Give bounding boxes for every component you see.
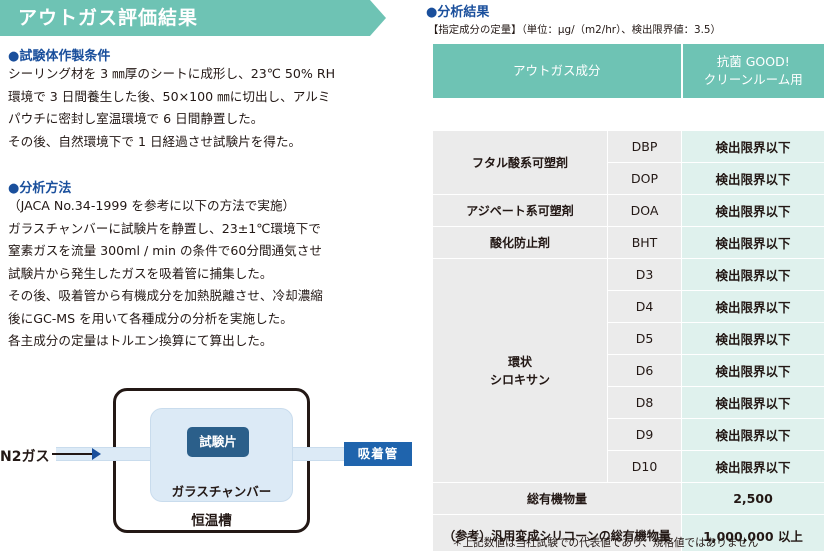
code-cell: DOP xyxy=(606,162,683,195)
code-cell: D6 xyxy=(606,354,683,387)
total-value-cell: 2,500 xyxy=(681,482,825,515)
category-cell: アジペート系可塑剤 xyxy=(432,194,608,227)
value-cell: 検出限界以下 xyxy=(681,226,825,259)
table-header-row: アウトガス成分 抗菌 GOOD! クリーンルーム用 xyxy=(431,43,825,99)
adsorption-tube: 吸着管 xyxy=(344,442,412,466)
table-row: フタル酸系可塑剤 DBP 検出限界以下 xyxy=(432,130,825,195)
table-row: D10 検出限界以下 xyxy=(433,450,825,483)
code-cell: D8 xyxy=(606,386,683,419)
results-subheading: 【指定成分の定量】（単位：μg/（m2/hr）、検出限界値：3.5） xyxy=(428,24,721,36)
table-row: DOP 検出限界以下 xyxy=(433,162,825,195)
conditions-line: 環境で 3 日間養生した後、50×100 ㎜に切出し、アルミ xyxy=(8,88,331,104)
code-cell: BHT xyxy=(606,226,683,259)
table-row: D4 検出限界以下 xyxy=(433,290,825,323)
category-cell: 環状 シロキサン xyxy=(432,258,608,483)
conditions-line: パウチに密封し室温環境で 6 日間静置した。 xyxy=(8,111,264,126)
test-apparatus-diagram: 試験片 ガラスチャンバー 恒温槽 N2ガス 吸着管 xyxy=(0,382,420,547)
arrow-right-icon xyxy=(92,448,101,460)
reference-value-cell: 1,000,000 以上 xyxy=(681,514,825,551)
table-row: D6 検出限界以下 xyxy=(433,354,825,387)
glass-chamber-label: ガラスチャンバー xyxy=(171,484,272,499)
header-product-line: 抗菌 GOOD! xyxy=(716,54,790,69)
gas-flow-arrow-line xyxy=(52,453,96,455)
table-row-total: 総有機物量 2,500 xyxy=(431,482,825,515)
method-heading: ●分析方法 xyxy=(8,181,72,196)
method-line: ガラスチャンバーに試験片を静置し、23±1℃環境下で xyxy=(8,220,321,236)
inlet-pipe xyxy=(56,447,152,461)
table-row: アジペート系可塑剤 DOA 検出限界以下 xyxy=(432,194,825,227)
code-cell: DOA xyxy=(606,194,683,227)
outlet-pipe xyxy=(292,447,344,461)
method-line: （JACA No.34-1999 を参考に以下の方法で実施） xyxy=(8,198,296,213)
method-line: その後、吸着管から有機成分を加熱脱離させ、冷却濃縮 xyxy=(8,288,323,303)
header-component: アウトガス成分 xyxy=(431,43,683,99)
category-line: 環状 xyxy=(507,354,532,369)
reference-label-cell: （参考）汎用変成シリコーンの総有機物量 xyxy=(431,514,683,551)
code-cell: D4 xyxy=(606,290,683,323)
table-row: 環状 シロキサン D3 検出限界以下 xyxy=(432,258,825,483)
value-cell: 検出限界以下 xyxy=(681,450,825,483)
table-row: D5 検出限界以下 xyxy=(433,322,825,355)
value-cell: 検出限界以下 xyxy=(681,322,825,355)
conditions-line: シーリング材を 3 ㎜厚のシートに成形し、23℃ 50% RH xyxy=(8,66,336,81)
method-line: 窒素ガスを流量 300ml / min の条件で60分間通気させ xyxy=(8,243,322,258)
method-line: 試験片から発生したガスを吸着管に捕集した。 xyxy=(8,265,273,281)
code-cell: D3 xyxy=(606,258,683,291)
conditions-heading: ●試験体作製条件 xyxy=(8,49,111,64)
value-cell: 検出限界以下 xyxy=(681,194,825,227)
method-text: （JACA No.34-1999 を参考に以下の方法で実施） ガラスチャンバーに… xyxy=(8,195,400,353)
n2-gas-label: N2ガス xyxy=(0,449,50,465)
page-title: アウトガス評価結果 xyxy=(18,7,199,29)
code-cell: D10 xyxy=(606,450,683,483)
value-cell: 検出限界以下 xyxy=(681,130,825,163)
value-cell: 検出限界以下 xyxy=(681,418,825,451)
category-line: シロキサン xyxy=(489,372,550,387)
table-row: D9 検出限界以下 xyxy=(433,418,825,451)
table-row: 酸化防止剤 BHT 検出限界以下 xyxy=(432,226,825,259)
method-line: 各主成分の定量はトルエン換算にて算出した。 xyxy=(8,333,273,348)
code-cell: D5 xyxy=(606,322,683,355)
table-row-reference: （参考）汎用変成シリコーンの総有機物量 1,000,000 以上 xyxy=(431,514,825,551)
test-piece: 試験片 xyxy=(187,427,249,457)
total-label-cell: 総有機物量 xyxy=(431,482,683,515)
conditions-text: シーリング材を 3 ㎜厚のシートに成形し、23℃ 50% RH 環境で 3 日間… xyxy=(8,63,400,153)
conditions-line: その後、自然環境下で 1 日経過させ試験片を得た。 xyxy=(8,133,302,149)
category-cell: フタル酸系可塑剤 xyxy=(432,130,608,195)
value-cell: 検出限界以下 xyxy=(681,258,825,291)
page-title-banner: アウトガス評価結果 xyxy=(0,0,386,36)
thermostatic-bath-label: 恒温槽 xyxy=(191,513,232,529)
header-product-line: クリーンルーム用 xyxy=(703,72,803,87)
value-cell: 検出限界以下 xyxy=(681,290,825,323)
outgas-results-table: アウトガス成分 抗菌 GOOD! クリーンルーム用 フタル酸系可塑剤 DBP 検… xyxy=(431,43,825,551)
table-row: D8 検出限界以下 xyxy=(433,386,825,419)
category-cell: 酸化防止剤 xyxy=(432,226,608,259)
value-cell: 検出限界以下 xyxy=(681,354,825,387)
code-cell: DBP xyxy=(606,130,683,163)
results-heading: ●分析結果 xyxy=(426,5,490,20)
code-cell: D9 xyxy=(606,418,683,451)
value-cell: 検出限界以下 xyxy=(681,386,825,419)
method-line: 後にGC-MS を用いて各種成分の分析を実施した。 xyxy=(8,310,293,326)
header-product: 抗菌 GOOD! クリーンルーム用 xyxy=(680,43,825,99)
footnote: ＊上記数値は当社試験での代表値であり、規格値ではありません xyxy=(452,537,759,549)
value-cell: 検出限界以下 xyxy=(681,162,825,195)
